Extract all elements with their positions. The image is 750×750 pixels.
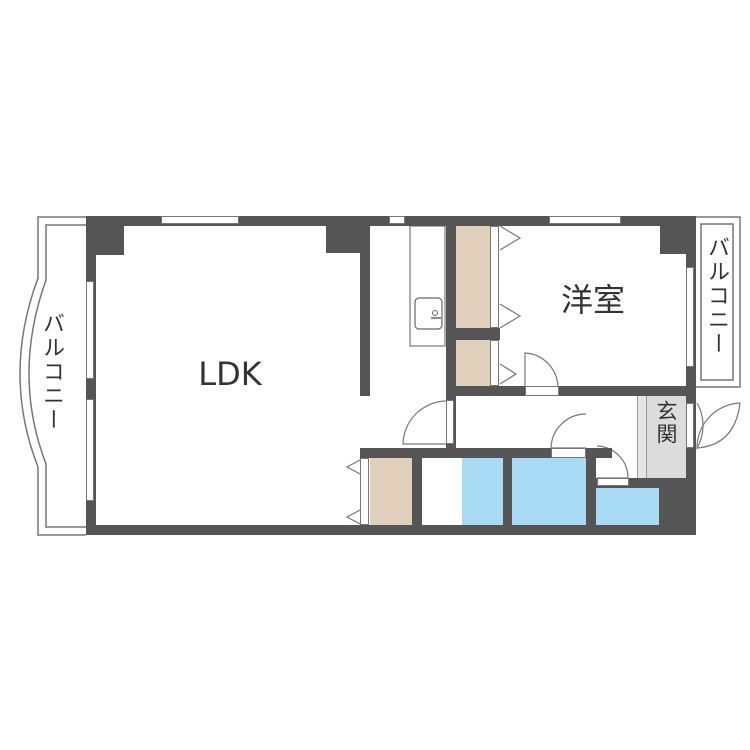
- wall-western-bottom: [446, 386, 696, 396]
- room-label-ldk: LDK: [198, 355, 262, 393]
- column-top-left: [86, 216, 124, 255]
- door-ldk-hall[interactable]: [446, 400, 454, 444]
- shoe-cabinet: [637, 396, 647, 478]
- column-top-right: [660, 216, 696, 254]
- wall-top-kitchen: [364, 216, 446, 226]
- wall-closet-bath: [412, 458, 422, 525]
- room-label-entrance: 玄関: [654, 400, 678, 446]
- closet-divider: [456, 328, 500, 340]
- window-western-top: [549, 216, 621, 224]
- balcony-label-right: バルコニー: [704, 236, 729, 356]
- window-ldk-top: [161, 216, 239, 224]
- window-ldk-left-1: [86, 281, 94, 379]
- wall-lower-block-top: [360, 448, 612, 458]
- wall-ldk-closet-left: [360, 448, 370, 458]
- wall-ldk-kitchen: [360, 226, 370, 396]
- washroom: [512, 458, 586, 525]
- wall-wash-toilet: [586, 448, 596, 525]
- room-label-western: 洋室: [560, 281, 625, 319]
- closet-door-2: [490, 340, 499, 386]
- closet-western-2: [456, 340, 490, 386]
- door-washroom[interactable]: [551, 448, 586, 458]
- closet-door-ldk: [360, 458, 369, 525]
- closet-ldk: [370, 458, 412, 525]
- window-kitchen-top: [389, 216, 405, 224]
- closet-door-1: [490, 226, 499, 328]
- window-ldk-left-2: [86, 399, 94, 501]
- column-bottom-right: [655, 477, 696, 535]
- wall-bottom: [86, 525, 696, 535]
- bathroom: [422, 458, 462, 525]
- closet-western-1: [456, 226, 490, 328]
- wall-bath-wash: [503, 458, 512, 525]
- wall-kitchen-western: [446, 216, 456, 448]
- window-western-right: [686, 267, 694, 367]
- window-entrance-right: [686, 403, 694, 448]
- bath-wet-area: [462, 458, 503, 525]
- door-toilet[interactable]: [597, 478, 629, 486]
- toilet-room: [596, 488, 659, 525]
- balcony-label-left: バルコニー: [39, 312, 64, 432]
- wall-right-lower: [686, 385, 696, 535]
- door-western[interactable]: [525, 386, 559, 396]
